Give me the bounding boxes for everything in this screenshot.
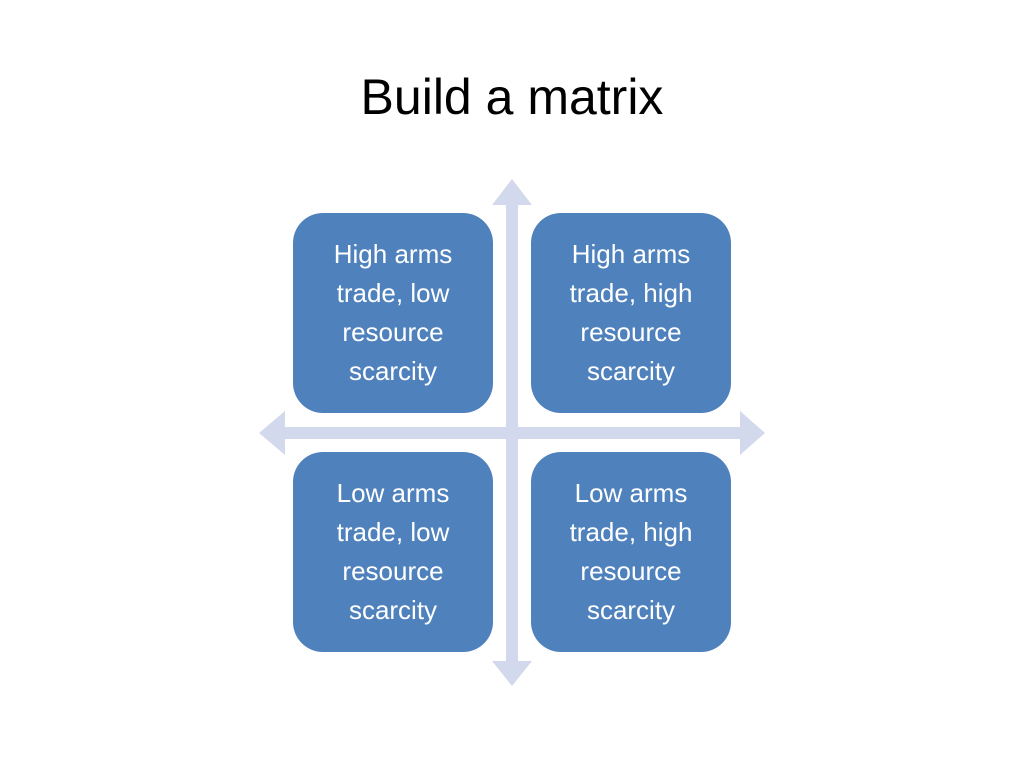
- quadrant-bottom-left-label: Low arms trade, low resource scarcity: [336, 478, 450, 625]
- quadrant-bottom-right-label: Low arms trade, high resource scarcity: [569, 478, 693, 625]
- horizontal-axis-arrow: [259, 411, 765, 455]
- quadrant-bottom-right: Low arms trade, high resource scarcity: [531, 452, 731, 652]
- quadrant-top-right: High arms trade, high resource scarcity: [531, 213, 731, 413]
- quadrant-top-left-label: High arms trade, low resource scarcity: [333, 239, 453, 386]
- quadrant-bottom-left: Low arms trade, low resource scarcity: [293, 452, 493, 652]
- slide-title: Build a matrix: [360, 69, 664, 125]
- quadrant-top-right-label: High arms trade, high resource scarcity: [569, 239, 693, 386]
- quadrant-top-left: High arms trade, low resource scarcity: [293, 213, 493, 413]
